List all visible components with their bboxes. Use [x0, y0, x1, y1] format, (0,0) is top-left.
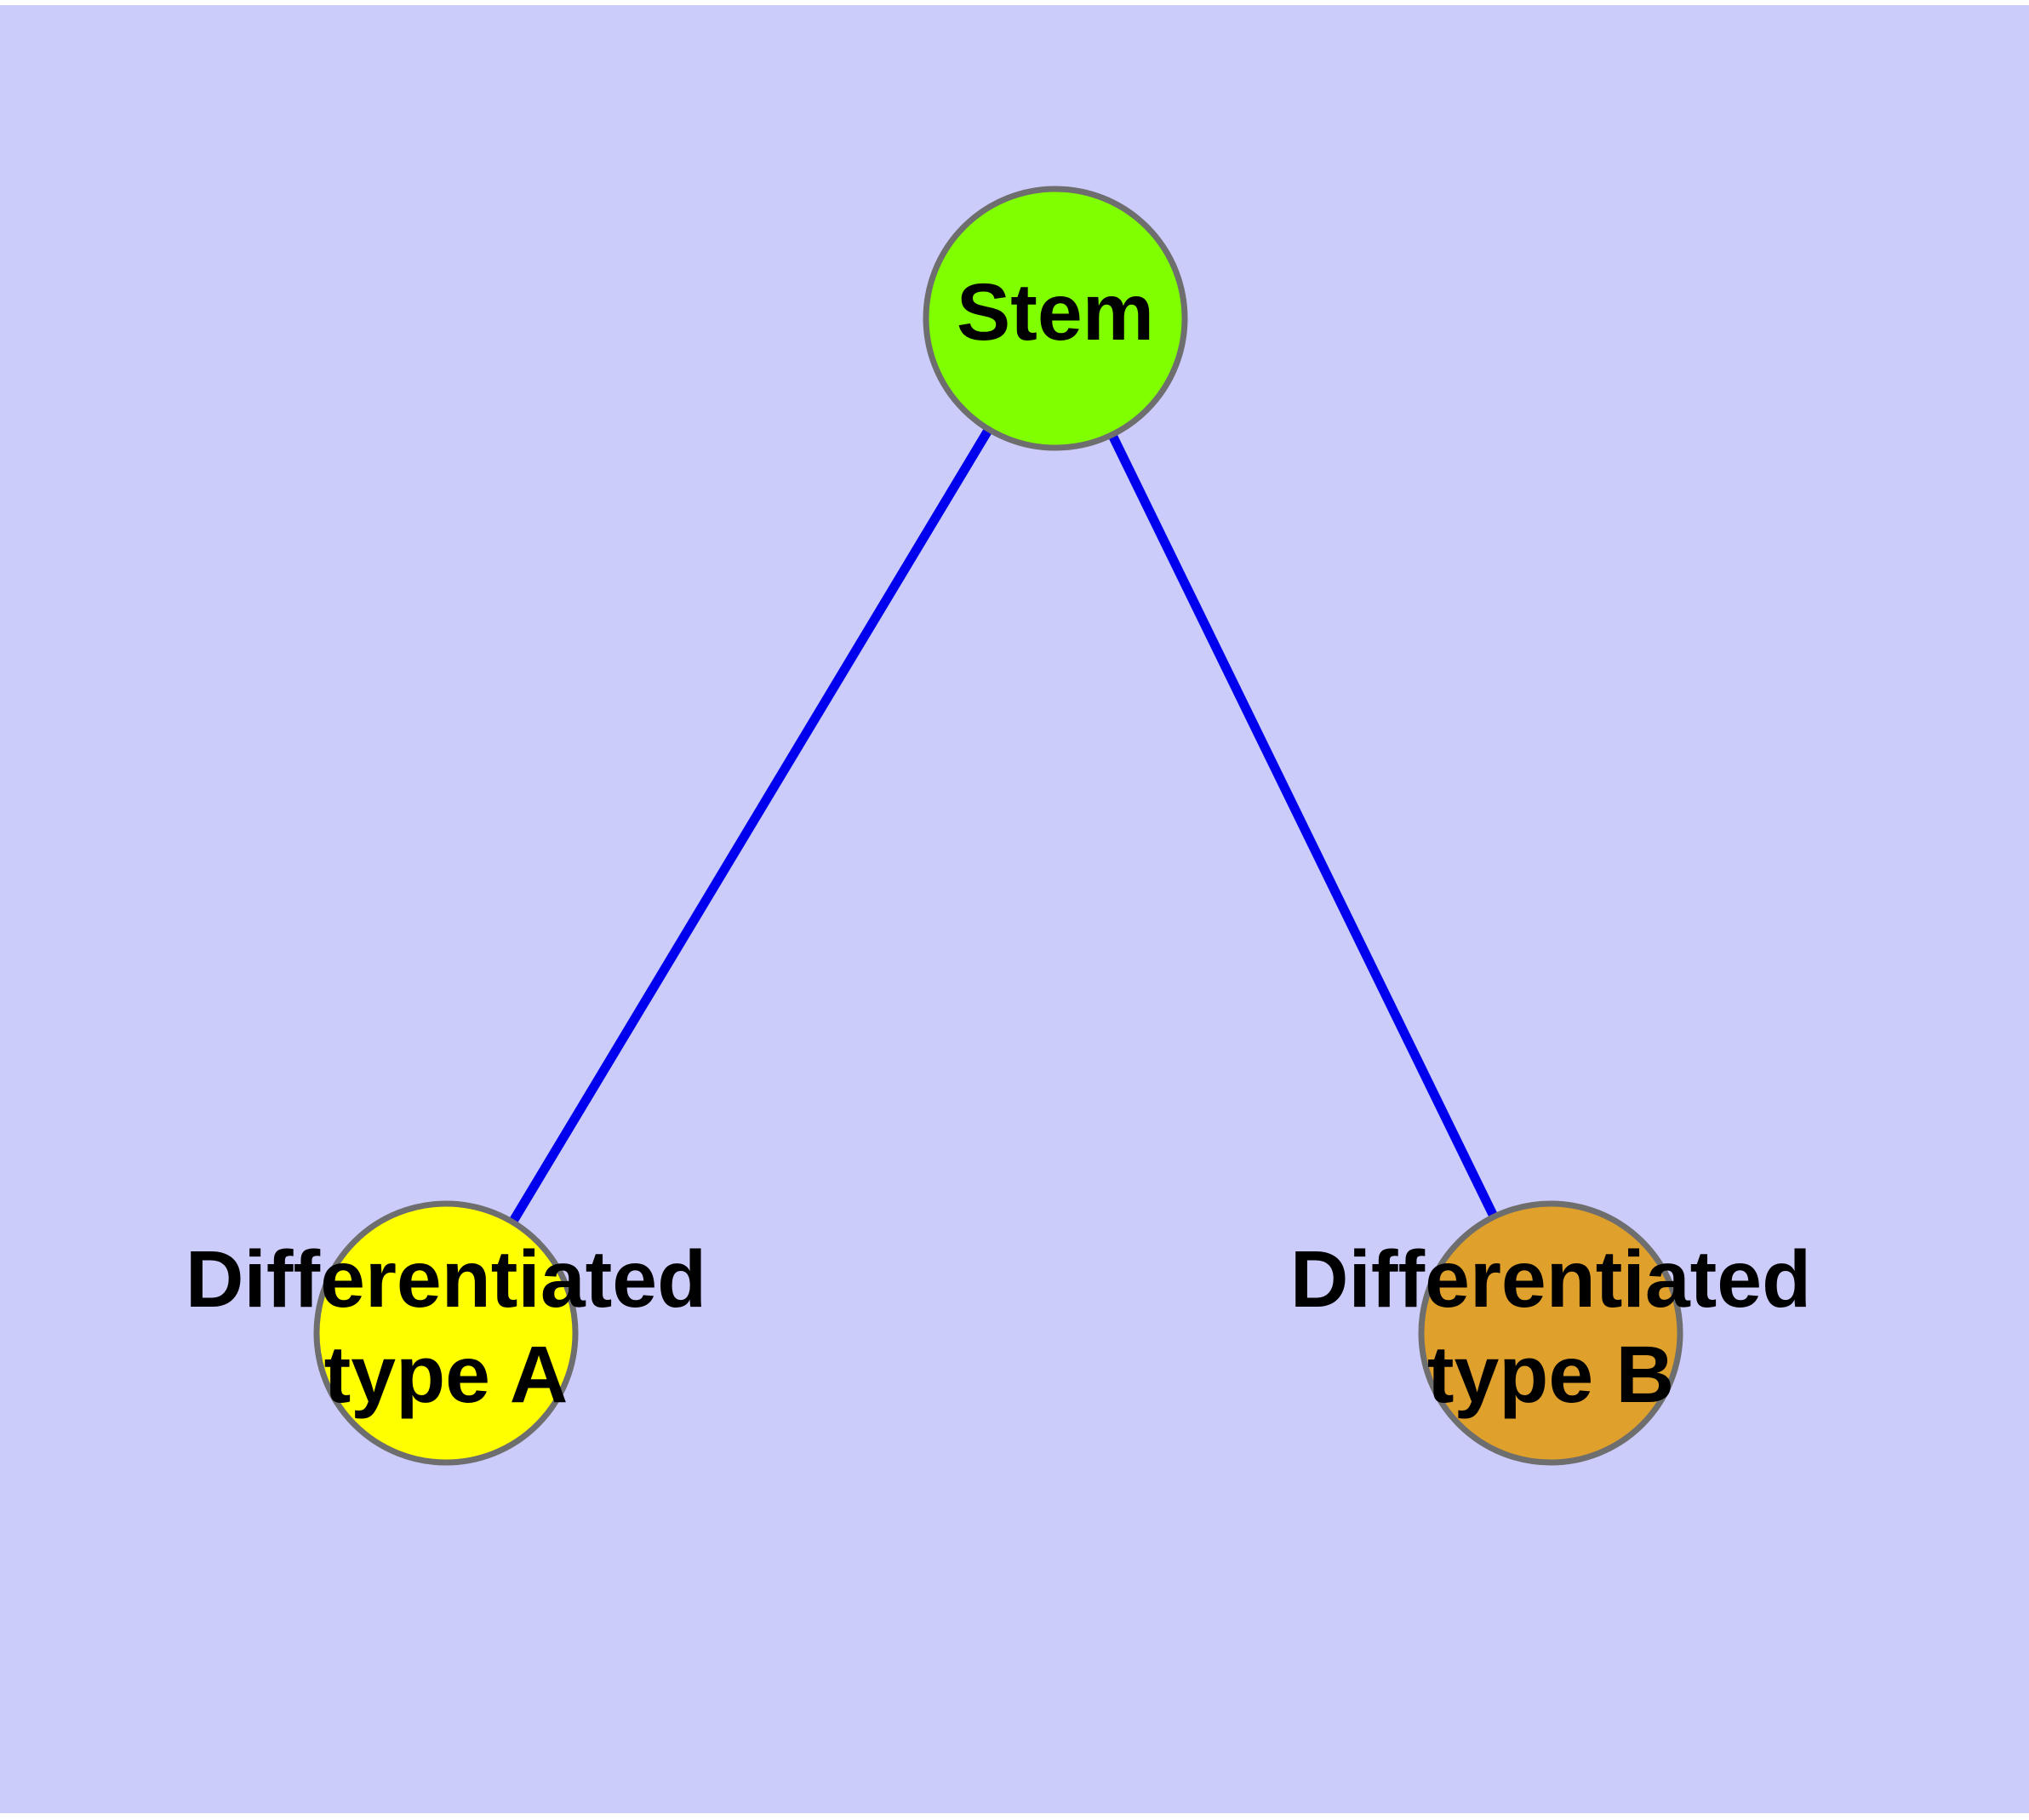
label-line: Differentiated — [186, 1234, 706, 1325]
graph-node-stem[interactable] — [923, 186, 1188, 451]
label-line: Stem — [957, 267, 1154, 358]
graph-edge-stem-diff_a — [506, 424, 995, 1228]
graph-edge-stem-diff_b — [1106, 429, 1500, 1222]
label-line: type A — [324, 1330, 569, 1420]
graph-node-diff_b[interactable] — [1418, 1200, 1683, 1466]
nodes-layer — [313, 186, 1683, 1466]
edges-layer — [506, 424, 1500, 1228]
graph-node-label-stem: Stem — [957, 267, 1154, 358]
label-line: type B — [1427, 1330, 1674, 1420]
label-line: Differentiated — [1290, 1234, 1811, 1325]
graph-node-diff_a[interactable] — [313, 1200, 579, 1466]
